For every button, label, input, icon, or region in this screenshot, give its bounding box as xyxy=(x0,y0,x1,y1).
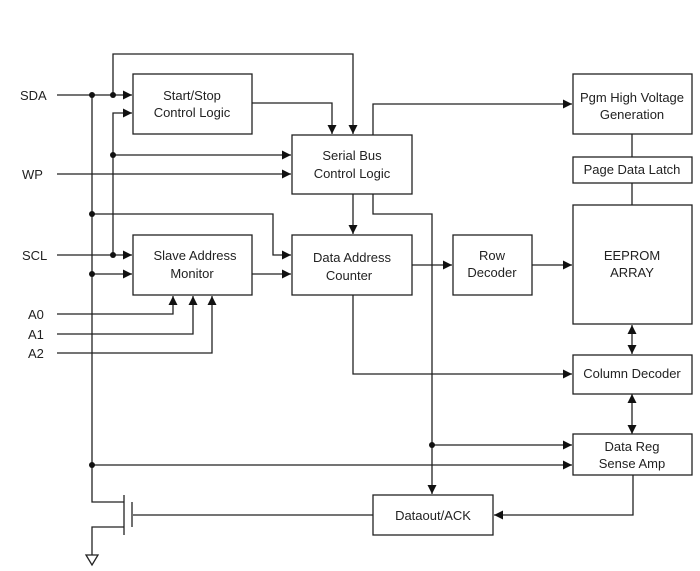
wires xyxy=(57,53,637,520)
svg-text:Column Decoder: Column Decoder xyxy=(583,366,681,381)
svg-text:Start/Stop: Start/Stop xyxy=(163,88,221,103)
svg-text:Generation: Generation xyxy=(600,107,664,122)
page-data-latch-block: Page Data Latch xyxy=(572,156,693,184)
column-decoder-block: Column Decoder xyxy=(572,354,693,395)
input-wp: WP xyxy=(22,167,43,182)
pgm-high-voltage-block: Pgm High Voltage Generation xyxy=(572,73,693,135)
input-sda: SDA xyxy=(20,88,47,103)
svg-text:Page Data Latch: Page Data Latch xyxy=(584,162,681,177)
serial-bus-block: Serial Bus Control Logic xyxy=(291,134,413,195)
svg-text:Monitor: Monitor xyxy=(170,266,214,281)
input-a1: A1 xyxy=(28,327,44,342)
svg-text:Control Logic: Control Logic xyxy=(314,166,391,181)
svg-text:Counter: Counter xyxy=(326,268,373,283)
svg-text:Serial Bus: Serial Bus xyxy=(322,148,382,163)
svg-text:Slave Address: Slave Address xyxy=(153,248,237,263)
ground-icon xyxy=(84,554,100,567)
input-a0: A0 xyxy=(28,307,44,322)
start-stop-block: Start/Stop Control Logic xyxy=(132,73,253,135)
output-transistor xyxy=(84,495,133,567)
svg-text:Row: Row xyxy=(479,248,506,263)
data-reg-block: Data Reg Sense Amp xyxy=(572,433,693,476)
row-decoder-block: Row Decoder xyxy=(452,234,533,296)
slave-address-block: Slave Address Monitor xyxy=(132,234,253,296)
svg-text:ARRAY: ARRAY xyxy=(610,265,654,280)
svg-text:Control Logic: Control Logic xyxy=(154,105,231,120)
svg-text:Dataout/ACK: Dataout/ACK xyxy=(395,508,471,523)
svg-text:Data Address: Data Address xyxy=(313,250,392,265)
svg-text:EEPROM: EEPROM xyxy=(604,248,660,263)
svg-text:Data Reg: Data Reg xyxy=(605,439,660,454)
svg-text:Sense Amp: Sense Amp xyxy=(599,456,666,471)
junction-dots xyxy=(89,92,435,468)
dataout-ack-block: Dataout/ACK xyxy=(372,494,494,536)
svg-text:Decoder: Decoder xyxy=(467,265,517,280)
input-scl: SCL xyxy=(22,248,47,263)
eeprom-array-block: EEPROM ARRAY xyxy=(572,204,693,325)
svg-text:Pgm High Voltage: Pgm High Voltage xyxy=(580,90,684,105)
input-a2: A2 xyxy=(28,346,44,361)
data-address-block: Data Address Counter xyxy=(291,234,413,296)
